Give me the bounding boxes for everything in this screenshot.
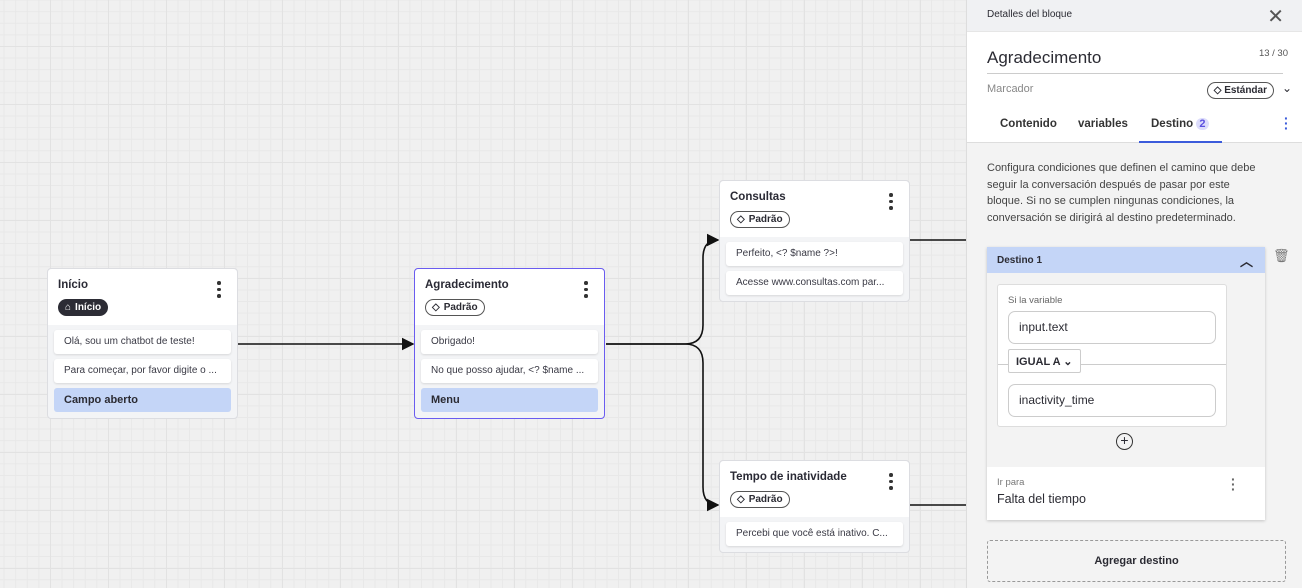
node-tempo-inatividade[interactable]: Tempo de inatividade ◇Padrão Percebi que… bbox=[719, 460, 910, 553]
node-title: Início bbox=[58, 279, 89, 291]
message-item[interactable]: Para começar, por favor digite o ... bbox=[54, 359, 231, 383]
message-item[interactable]: Percebi que você está inativo. C... bbox=[726, 522, 903, 546]
marker-label: Marcador bbox=[987, 83, 1034, 95]
node-title: Agradecimento bbox=[425, 279, 509, 291]
value-input[interactable]: inactivity_time bbox=[1008, 384, 1216, 417]
message-item[interactable]: No que posso ajudar, <? $name ... bbox=[421, 359, 598, 383]
connector-to-tempo bbox=[606, 343, 720, 512]
goto-value: Falta del tiempo bbox=[997, 492, 1086, 506]
connectors bbox=[237, 233, 966, 512]
node-agradecimento[interactable]: Agradecimento ◇Padrão Obrigado! No que p… bbox=[414, 268, 605, 419]
more-options-icon[interactable]: ··· bbox=[1231, 471, 1236, 497]
tag-badge: ◇Padrão bbox=[730, 491, 790, 508]
input-item[interactable]: Campo aberto bbox=[54, 388, 231, 412]
node-title: Consultas bbox=[730, 191, 786, 203]
operator-select[interactable]: IGUAL A ⌄ bbox=[1008, 349, 1081, 373]
node-title: Tempo de inatividade bbox=[730, 471, 847, 483]
tag-icon: ◇ bbox=[1213, 85, 1225, 96]
condition-label: Si la variable bbox=[1008, 295, 1063, 306]
panel-title: Detalles del bloque bbox=[987, 9, 1073, 20]
tag-icon: ◇ bbox=[737, 214, 745, 225]
more-options-icon[interactable]: ··· bbox=[1284, 110, 1289, 136]
goto-label: Ir para bbox=[997, 477, 1025, 488]
chevron-up-icon[interactable]: ︿ bbox=[1239, 254, 1253, 269]
destination-description: Configura condiciones que definen el cam… bbox=[987, 162, 1256, 224]
destination-header[interactable]: Destino 1︿ bbox=[987, 247, 1265, 273]
tag-icon: ◇ bbox=[432, 302, 440, 313]
connector-outgoing bbox=[909, 239, 966, 506]
char-count: 13 / 30 bbox=[1258, 48, 1288, 59]
connector-to-consultas bbox=[606, 233, 720, 345]
more-options-icon[interactable] bbox=[584, 281, 588, 298]
home-icon: ⌂ bbox=[65, 302, 72, 313]
tag-icon: ◇ bbox=[737, 494, 745, 505]
message-item[interactable]: Olá, sou um chatbot de teste! bbox=[54, 330, 231, 354]
node-consultas[interactable]: Consultas ◇Padrão Perfeito, <? $name ?>!… bbox=[719, 180, 910, 302]
tab-destino[interactable]: Destino 2 bbox=[1151, 118, 1209, 130]
input-item[interactable]: Menu bbox=[421, 388, 598, 412]
node-inicio[interactable]: Início ⌂Início Olá, sou um chatbot de te… bbox=[47, 268, 238, 419]
count-badge: 2 bbox=[1196, 118, 1209, 130]
block-details-panel: Detalles del bloque ✕ Agradecimento 13 /… bbox=[966, 0, 1302, 588]
divider bbox=[998, 364, 1226, 365]
add-condition-icon[interactable]: + bbox=[1116, 433, 1133, 450]
condition-box: Si la variable input.text IGUAL A ⌄ inac… bbox=[997, 284, 1227, 427]
tag-badge: ◇Padrão bbox=[730, 211, 790, 228]
goto-section[interactable]: Ir para Falta del tiempo ··· bbox=[987, 467, 1265, 520]
chevron-down-icon: ⌄ bbox=[1063, 356, 1073, 368]
trash-icon[interactable]: 🗑 bbox=[1273, 248, 1290, 263]
variable-input[interactable]: input.text bbox=[1008, 311, 1216, 344]
close-icon[interactable]: ✕ bbox=[1267, 6, 1284, 28]
tab-contenido[interactable]: Contenido bbox=[1000, 118, 1057, 130]
marker-select[interactable]: ◇ Estándar bbox=[1206, 82, 1274, 99]
tag-badge: ◇Padrão bbox=[425, 299, 485, 316]
more-options-icon[interactable] bbox=[217, 281, 221, 298]
message-item[interactable]: Obrigado! bbox=[421, 330, 598, 354]
message-item[interactable]: Acesse www.consultas.com par... bbox=[726, 271, 903, 295]
start-tag: ⌂Início bbox=[58, 299, 109, 316]
add-destination-button[interactable]: Agregar destino bbox=[987, 540, 1286, 582]
more-options-icon[interactable] bbox=[889, 473, 893, 490]
tab-variables[interactable]: variables bbox=[1078, 118, 1128, 130]
message-item[interactable]: Perfeito, <? $name ?>! bbox=[726, 242, 903, 266]
destination-card: Destino 1︿ Si la variable input.text IGU… bbox=[987, 247, 1265, 520]
more-options-icon[interactable] bbox=[889, 193, 893, 210]
chevron-down-icon[interactable]: ⌄ bbox=[1281, 81, 1292, 95]
block-name-input[interactable]: Agradecimento bbox=[987, 48, 1283, 74]
active-tab-indicator bbox=[1139, 141, 1222, 143]
